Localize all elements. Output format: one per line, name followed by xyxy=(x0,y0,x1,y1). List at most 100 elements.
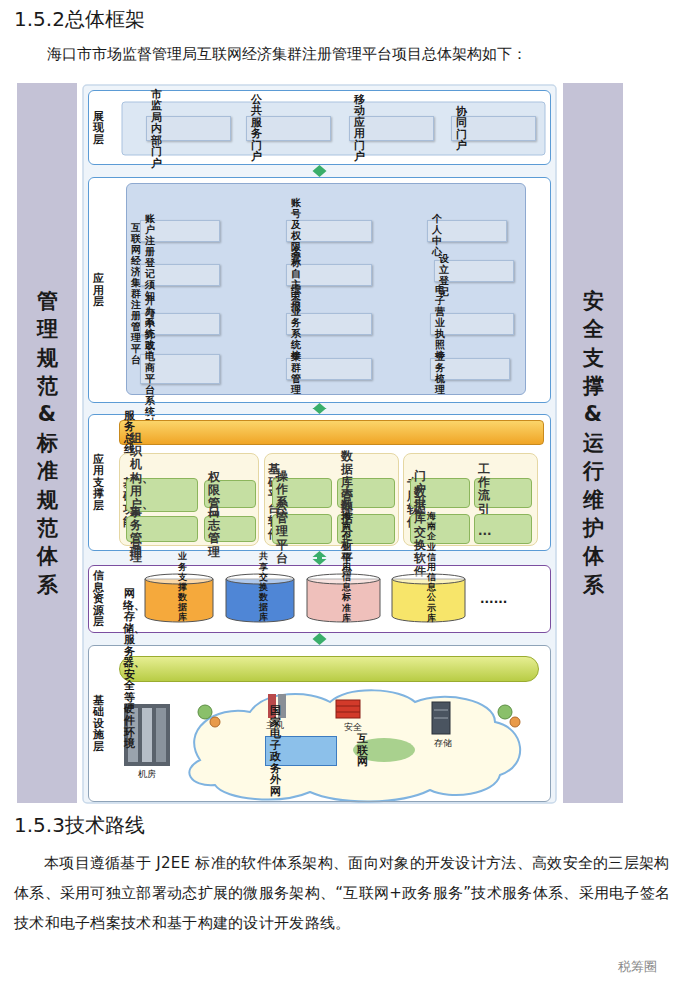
function-box: 电子营业执照接口 xyxy=(430,313,514,335)
node-text: 应用支撑层 xyxy=(92,454,104,512)
node-text: 协同门户 xyxy=(455,105,467,151)
node-text: 国家电子政务外网 xyxy=(269,705,281,797)
node-text: 个人中心 xyxy=(431,213,443,257)
component-box: 权限管理 xyxy=(204,480,256,508)
arrow-head xyxy=(313,559,327,565)
component-box: 日志管理 xyxy=(204,516,256,542)
firewall-line xyxy=(336,712,360,713)
double-arrow xyxy=(313,165,327,177)
rack xyxy=(156,708,166,762)
function-box: 集群管理 xyxy=(286,358,372,380)
layer-box: 展现层市监局内部门户公共服务门户移动应用门户协同门户 xyxy=(88,90,551,165)
component-box: 工作流引擎 xyxy=(474,478,532,508)
node-text: 市监局内部门户 xyxy=(150,88,162,169)
database-cylinder: 共享交换数据库 xyxy=(225,573,295,623)
arrow-head xyxy=(313,633,327,639)
layer-fill xyxy=(88,645,551,802)
double-arrow xyxy=(313,551,327,565)
arrow-shaft xyxy=(317,638,322,640)
section-heading: 1.5.3技术路线 xyxy=(14,812,314,839)
node-text: 日志管理 xyxy=(208,506,220,559)
body-paragraph: 本项目遵循基于 J2EE 标准的软件体系架构、面向对象的开发设计方法、高效安全的… xyxy=(14,848,682,938)
function-box: 设立登记 xyxy=(434,260,514,282)
service-bus: 服务总线 xyxy=(119,420,544,445)
icon-label: 安全 xyxy=(344,721,374,734)
watermark: 税筹圈 xyxy=(618,958,678,976)
component-box: 云管理平台 xyxy=(272,514,332,544)
node-text: 云管理平台 xyxy=(276,499,288,565)
node-text: 集群管理 xyxy=(290,351,302,395)
group-box: 专用软件门户引擎工作流引擎数据库交换软件... xyxy=(403,453,538,546)
gear-icon xyxy=(510,717,520,727)
arrow-shaft xyxy=(317,408,322,409)
database-cylinder: 海南企业信用信息公示库 xyxy=(391,573,466,623)
node-text: 业务支撑数据库 xyxy=(172,544,192,623)
arrow-head xyxy=(313,551,327,557)
node-text: 安全支撑&运行维护体系 xyxy=(580,287,606,599)
function-box: 账户注册 xyxy=(140,220,220,242)
rack xyxy=(142,708,152,762)
layer-fill xyxy=(88,414,551,551)
node-text: 基础设施层 xyxy=(92,695,104,753)
node-text: 展现层 xyxy=(92,110,104,145)
gear-icon xyxy=(498,705,512,719)
node-text: 登记须知 xyxy=(144,257,156,301)
ellipsis-label: ...... xyxy=(480,592,530,606)
double-arrow xyxy=(313,633,327,645)
node-text: 互联网经济集群注册管理平台 xyxy=(130,222,142,365)
double-arrow xyxy=(313,403,327,414)
gear-icon xyxy=(210,717,220,727)
firewall-line xyxy=(336,706,360,707)
network-cloud xyxy=(189,690,520,801)
portal-box: 市监局内部门户 xyxy=(146,116,231,141)
function-box: 登记须知 xyxy=(140,264,220,286)
network-box: 国家电子政务外网 xyxy=(265,736,337,766)
intro-text: 海口市市场监督管理局互联网经济集群注册管理平台项目总体架构如下： xyxy=(47,45,687,64)
arrow-head xyxy=(313,403,327,409)
arrow-head xyxy=(313,165,327,171)
node-text: 应用层 xyxy=(92,273,104,308)
page-heading: 1.5.2总体框架 xyxy=(14,6,145,33)
component-box: 数据库交换软件 xyxy=(410,514,470,544)
portal-panel xyxy=(122,102,545,155)
firewall-icon xyxy=(336,700,360,718)
database-cylinder: 业务支撑数据库 xyxy=(144,573,214,623)
layer-fill xyxy=(88,565,551,633)
layer-fill xyxy=(88,177,551,403)
storage-line xyxy=(434,710,448,711)
node-text: 网络、存储、服务器、安全等硬件环境 xyxy=(123,588,135,750)
node-text: 事务管理 xyxy=(130,506,142,559)
gear-icon xyxy=(198,705,212,719)
icon-label: 机房 xyxy=(138,768,168,781)
function-box: 名称自主申报 xyxy=(286,264,372,286)
node-text: 业务梳理 xyxy=(434,351,446,395)
layer-box: 基础设施层网络、存储、服务器、安全等硬件环境国家电子政务外网互联网 xyxy=(88,645,551,802)
node-text: 共享交换数据库 xyxy=(253,544,273,623)
arrow-head xyxy=(313,171,327,177)
arrow-shaft xyxy=(317,556,322,560)
group-box: 基础平台软件操作系统数据库管理软件云管理平台大数据分析平台 xyxy=(264,453,399,546)
node-text: 海南企业信用信息公示库 xyxy=(422,503,442,623)
function-box: 综合业务系统接口 xyxy=(286,313,372,335)
node-text: 账户注册 xyxy=(144,213,156,257)
node-text: 公共服务门户 xyxy=(250,94,262,163)
component-box: ... xyxy=(474,514,532,544)
storage-line xyxy=(434,718,448,719)
node-text: 管理规范&标准规范体系 xyxy=(34,287,60,599)
arrow-head xyxy=(313,639,327,645)
icon-label: 存储 xyxy=(434,737,464,750)
outer-frame xyxy=(83,85,556,803)
storage-icon xyxy=(432,702,450,734)
hardware-bar: 网络、存储、服务器、安全等硬件环境 xyxy=(119,656,539,682)
function-box: 个人中心 xyxy=(427,220,507,242)
group-box: 基础功能组织机构、用户、角色管理权限管理事务管理日志管理 xyxy=(119,453,259,546)
platform-box: 互联网经济集群注册管理平台账户注册 账号及权限管理 个人中心登记须知 名称自主申报 设立… xyxy=(126,183,526,395)
function-box: 账号及权限管理 xyxy=(286,220,372,242)
node-text: ... xyxy=(478,525,490,538)
portal-box: 移动应用门户 xyxy=(349,116,434,141)
portal-box: 协同门户 xyxy=(451,116,536,141)
node-text: 移动应用门户 xyxy=(353,94,365,163)
icon-label: 主机 xyxy=(266,719,296,732)
node-text: 海南企业信用信息标准库 xyxy=(337,503,357,623)
